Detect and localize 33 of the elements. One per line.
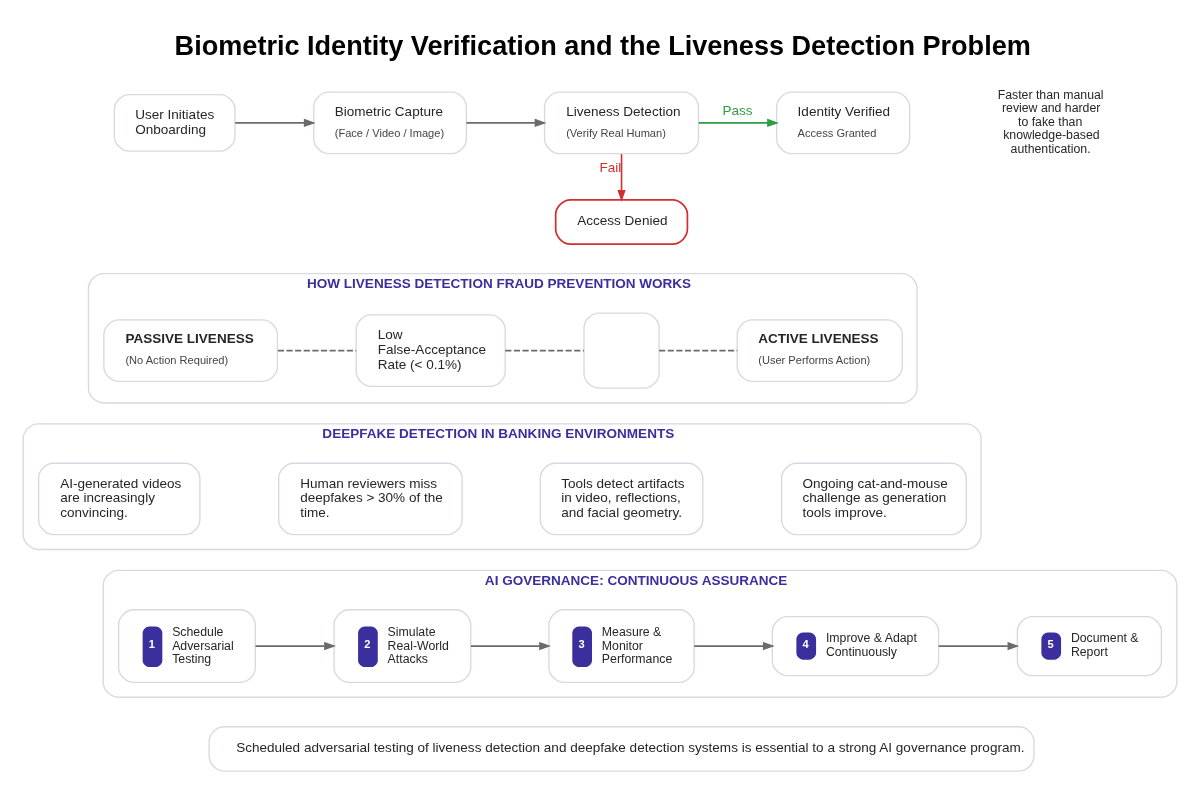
node-box: PASSIVE LIVENESS (No Action Required) (103, 318, 279, 382)
node-box: Access Denied (554, 198, 689, 245)
arrow (234, 118, 316, 127)
arrow (697, 118, 779, 127)
node-box: Low False-Acceptance Rate (< 0.1%) (355, 313, 506, 387)
node-box (583, 311, 660, 389)
arrow (937, 641, 1020, 650)
node-box: 4 Improve & Adapt Continuously (771, 615, 940, 676)
node-box: User Initiates Onboarding (113, 93, 236, 152)
node-box: Liveness Detection (Verify Real Human) (543, 90, 700, 154)
node-box: Ongoing cat-and-mouse challenge as generation tools improve. (780, 462, 967, 535)
node-box: Biometric Capture (Face / Video / Image) (313, 90, 468, 154)
node-box: 2 Simulate Real-World Attacks (333, 608, 472, 683)
connector (277, 349, 357, 351)
node-box: 5 Document & Report (1016, 615, 1163, 676)
arrow (617, 152, 626, 202)
label: Faster than manual review and harder to fake than knowledge-based authentication. (997, 87, 1104, 156)
node-box: Human reviewers miss deepfakes > 30% of the time. (278, 462, 463, 535)
node-box: Identity Verified Access Granted (776, 90, 911, 154)
edge-label: Pass (722, 102, 753, 118)
node-box: Scheduled adversarial testing of liveness detection and deepfake detection systems is essential to a strong AI governance program. (208, 725, 1035, 772)
arrow (693, 641, 775, 650)
node-box: 3 Measure & Monitor Performance (548, 608, 695, 683)
node-box: Tools detect artifacts in video, reflections, and facial geometry. (539, 462, 704, 535)
node-box: 1 Schedule Adversarial Testing (117, 608, 256, 683)
connector (504, 349, 585, 351)
edge-label: Fail (599, 159, 622, 175)
arrow (254, 641, 336, 650)
arrow (465, 118, 547, 127)
node-box: AI-generated videos are increasingly convincing. (37, 462, 201, 535)
arrow (470, 641, 551, 650)
node-box: ACTIVE LIVENESS (User Performs Action) (736, 318, 903, 382)
diagram-title: Biometric Identity Verification and the Liveness Detection Problem (174, 29, 1031, 61)
